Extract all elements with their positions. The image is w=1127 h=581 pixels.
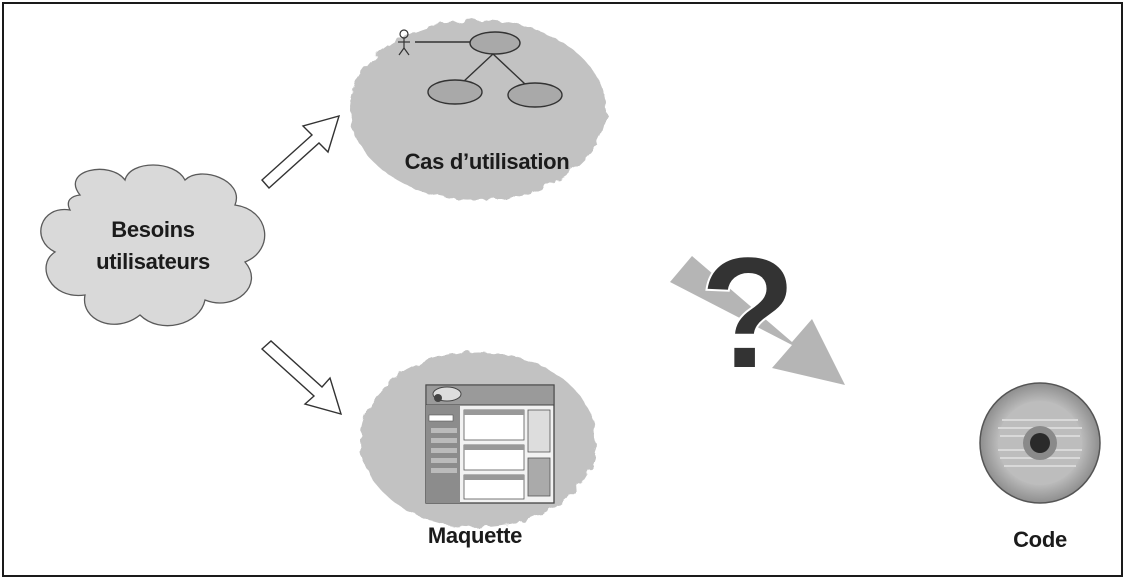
arrow-to-maquette	[260, 340, 343, 416]
use-case-diagram-icon	[398, 29, 563, 108]
mockup-icon	[425, 384, 555, 504]
maquette-cloud	[360, 352, 596, 528]
arrow-to-cas	[261, 114, 341, 189]
code-label: Code	[1013, 527, 1067, 552]
besoins-label: Besoins utilisateurs	[78, 214, 228, 278]
cas-cloud	[350, 20, 606, 200]
besoins-label-line1: Besoins	[111, 217, 195, 242]
maquette-label: Maquette	[427, 523, 523, 548]
actor-icon	[398, 29, 410, 56]
code-disc-icon	[979, 382, 1101, 504]
cas-label: Cas d’utilisation	[404, 149, 570, 174]
besoins-cloud	[40, 164, 266, 327]
question-mark-icon: ?	[699, 223, 797, 402]
arrow-to-code	[670, 256, 845, 385]
besoins-label-line2: utilisateurs	[96, 249, 210, 274]
